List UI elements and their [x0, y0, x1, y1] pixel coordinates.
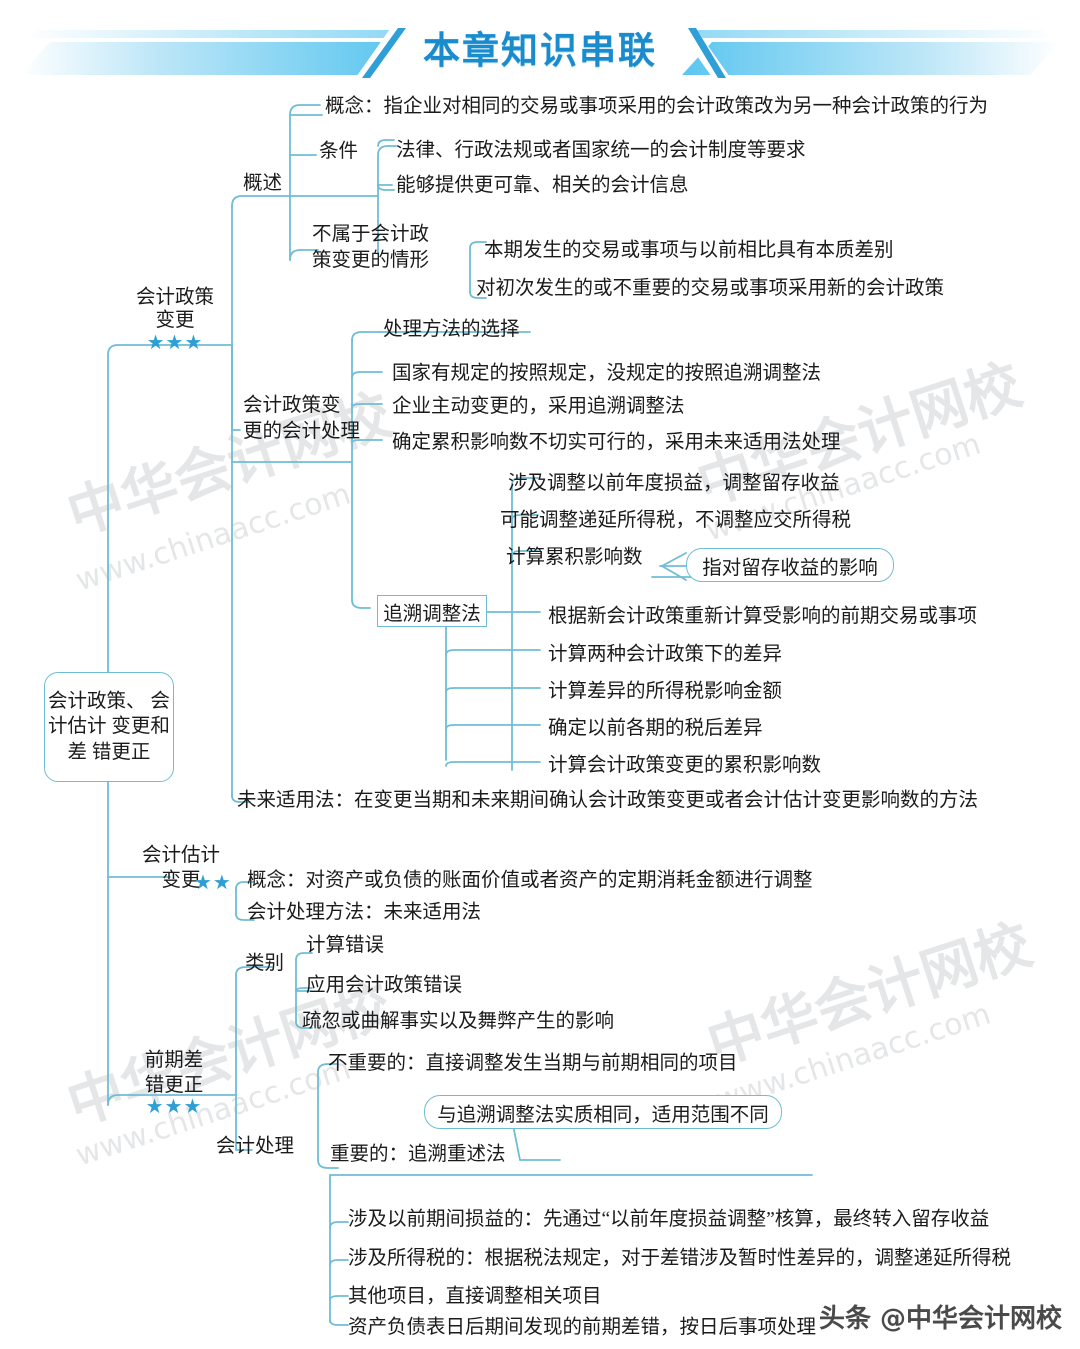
leaf-error-material: 重要的：追溯重述法 [330, 1144, 506, 1165]
leaf-retro-4: 根据新会计政策重新计算受影响的前期交易或事项 [548, 606, 978, 627]
leaf-method-1: 国家有规定的按照规定，没规定的按照追溯调整法 [392, 363, 822, 384]
node-policy-change-treatment[interactable]: 会计政策变 更的会计处理 [243, 395, 361, 443]
leaf-retro-6: 计算差异的所得税影响金额 [548, 681, 783, 702]
star-rating-accounting-estimate-change: ★★ [194, 870, 232, 894]
branch-label-accounting-estimate-change[interactable]: 会计估计 变更 [141, 845, 220, 892]
page-title: 本章知识串联 [423, 29, 657, 72]
branch-label-prior-period-error-correction[interactable]: 前期差 错更正 [144, 1050, 204, 1097]
star-rating-prior-period-error-correction: ★★★ [145, 1094, 203, 1118]
node-conditions[interactable]: 条件 [319, 141, 359, 162]
leaf-concept: 概念：指企业对相同的交易或事项采用的会计政策改为另一种会计政策的行为 [325, 96, 989, 117]
node-error-categories[interactable]: 类别 [245, 953, 285, 974]
leaf-estimate-concept: 概念：对资产或负债的账面价值或者资产的定期消耗金额进行调整 [247, 870, 813, 891]
leaf-retro-5: 计算两种会计政策下的差异 [548, 644, 783, 665]
leaf-retro-2: 可能调整递延所得税，不调整应交所得税 [500, 510, 852, 531]
leaf-error-detail-2: 涉及所得税的：根据税法规定，对于差错涉及暂时性差异的，调整递延所得税 [348, 1248, 1012, 1269]
star-rating-accounting-policy-change: ★★★ [146, 330, 204, 354]
node-not-policy-change[interactable]: 不属于会计政 策变更的情形 [312, 224, 430, 272]
leaf-method-3: 确定累积影响数不切实可行的，采用未来适用法处理 [392, 432, 841, 453]
leaf-not-policy-change-1: 本期发生的交易或事项与以前相比具有本质差别 [484, 240, 894, 261]
node-retrospective-method[interactable]: 追溯调整法 [377, 595, 487, 627]
leaf-error-detail-4: 资产负债表日后期间发现的前期差错，按日后事项处理 [348, 1317, 817, 1338]
leaf-retro-7: 确定以前各期的税后差异 [548, 718, 763, 739]
title-banner: 本章知识串联 [0, 8, 1080, 86]
banner-shapes [20, 26, 1060, 80]
leaf-not-policy-change-2: 对初次发生的或不重要的交易或事项采用新的会计政策 [476, 278, 945, 299]
leaf-error-immaterial: 不重要的：直接调整发生当期与前期相同的项目 [328, 1053, 738, 1074]
leaf-error-category-1: 计算错误 [306, 935, 385, 956]
node-error-treatment[interactable]: 会计处理 [216, 1136, 295, 1157]
branch-label-accounting-policy-change[interactable]: 会计政策 变更 [135, 287, 214, 331]
root-node[interactable]: 会计政策、 会计估计 变更和差 错更正 [44, 672, 174, 782]
node-overview[interactable]: 概述 [243, 173, 283, 194]
leaf-condition-1: 法律、行政法规或者国家统一的会计制度等要求 [396, 140, 806, 161]
leaf-retro-3: 计算累积影响数 [506, 547, 643, 568]
node-method-selection[interactable]: 处理方法的选择 [383, 319, 520, 340]
leaf-estimate-treatment: 会计处理方法：未来适用法 [247, 902, 482, 923]
footer-watermark: 头条 @中华会计网校 [818, 1304, 1062, 1334]
leaf-error-category-3: 疏忽或曲解事实以及舞弊产生的影响 [302, 1011, 615, 1032]
leaf-retro-8: 计算会计政策变更的累积影响数 [548, 755, 822, 776]
leaf-prospective-method: 未来适用法：在变更当期和未来期间确认会计政策变更或者会计估计变更影响数的方法 [237, 790, 979, 811]
leaf-error-detail-3: 其他项目，直接调整相关项目 [348, 1286, 602, 1307]
callout-restatement-note: 与追溯调整法实质相同，适用范围不同 [424, 1095, 782, 1129]
leaf-error-category-2: 应用会计政策错误 [306, 975, 463, 996]
leaf-retro-1: 涉及调整以前年度损益，调整留存收益 [508, 473, 840, 494]
callout-retained-earnings: 指对留存收益的影响 [686, 548, 894, 582]
leaf-error-detail-1: 涉及以前期间损益的：先通过“以前年度损益调整”核算，最终转入留存收益 [348, 1209, 990, 1230]
leaf-method-2: 企业主动变更的，采用追溯调整法 [392, 396, 685, 417]
leaf-condition-2: 能够提供更可靠、相关的会计信息 [396, 175, 689, 196]
